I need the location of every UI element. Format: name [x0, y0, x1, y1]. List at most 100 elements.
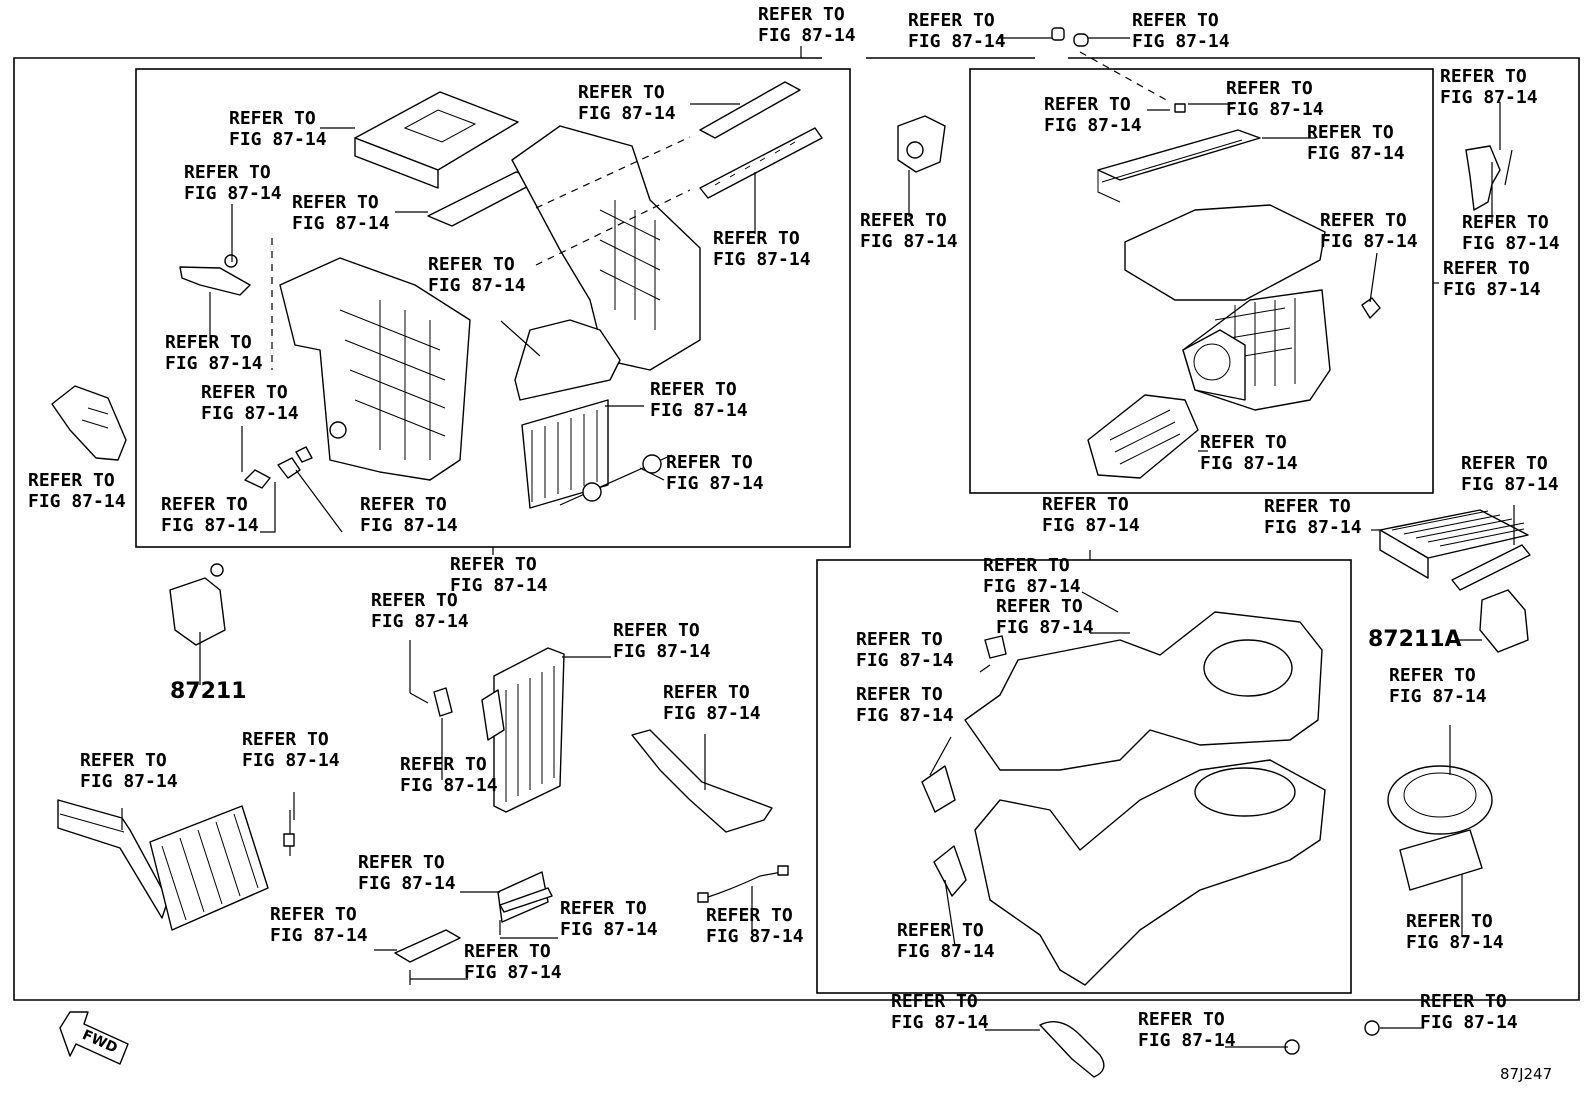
refer-label-line1: REFER TO — [270, 904, 357, 925]
part-number-87211A: 87211A — [1368, 627, 1462, 652]
refer-label-line2: FIG 87-14 — [860, 231, 958, 252]
refer-label-line1: REFER TO — [1264, 496, 1351, 517]
refer-label-line1: REFER TO — [758, 4, 845, 25]
refer-label-line1: REFER TO — [428, 254, 515, 275]
refer-label-line1: REFER TO — [229, 108, 316, 129]
resistor-parts — [394, 871, 553, 985]
refer-label-line2: FIG 87-14 — [1132, 31, 1230, 52]
harness — [697, 865, 789, 903]
refer-label-line2: FIG 87-14 — [428, 275, 526, 296]
refer-label-line1: REFER TO — [1138, 1009, 1225, 1030]
refer-label-line2: FIG 87-14 — [856, 650, 954, 671]
small-sensor-left — [283, 810, 295, 856]
refer-label-line2: FIG 87-14 — [1264, 517, 1362, 538]
cabin-filter — [1379, 509, 1531, 591]
refer-label-line1: REFER TO — [1042, 494, 1129, 515]
refer-label-line1: REFER TO — [1132, 10, 1219, 31]
refer-label-line1: REFER TO — [358, 852, 445, 873]
refer-label-line1: REFER TO — [292, 192, 379, 213]
refer-label-line2: FIG 87-14 — [292, 213, 390, 234]
refer-label-line1: REFER TO — [464, 941, 551, 962]
refer-label-line1: REFER TO — [28, 470, 115, 491]
bottom-fittings — [1039, 1020, 1380, 1078]
leader-lines — [121, 37, 1515, 1048]
refer-label-line1: REFER TO — [996, 596, 1083, 617]
refer-label-line2: FIG 87-14 — [1320, 231, 1418, 252]
blower-housing — [921, 611, 1326, 986]
refer-label-line1: REFER TO — [371, 590, 458, 611]
refer-label-line1: REFER TO — [165, 332, 252, 353]
duct-87211 — [169, 563, 226, 646]
center-actuator — [897, 115, 946, 173]
refer-label-line2: FIG 87-14 — [165, 353, 263, 374]
blower-motor — [1387, 765, 1493, 891]
refer-label-line2: FIG 87-14 — [242, 750, 340, 771]
refer-label-line2: FIG 87-14 — [1226, 99, 1324, 120]
refer-label-line1: REFER TO — [1200, 432, 1287, 453]
refer-label-line2: FIG 87-14 — [28, 491, 126, 512]
refer-label-line1: REFER TO — [578, 82, 665, 103]
refer-label-line1: REFER TO — [706, 905, 793, 926]
refer-label-line2: FIG 87-14 — [666, 473, 764, 494]
refer-label-line1: REFER TO — [1406, 911, 1493, 932]
refer-label-line2: FIG 87-14 — [897, 941, 995, 962]
refer-label-line1: REFER TO — [666, 452, 753, 473]
refer-label-line2: FIG 87-14 — [371, 611, 469, 632]
refer-label-line2: FIG 87-14 — [650, 400, 748, 421]
refer-label-line1: REFER TO — [184, 162, 271, 183]
refer-label-line1: REFER TO — [242, 729, 329, 750]
refer-label-line1: REFER TO — [1320, 210, 1407, 231]
refer-label-line1: REFER TO — [897, 920, 984, 941]
left-actuator — [51, 385, 127, 461]
refer-label-line1: REFER TO — [1420, 991, 1507, 1012]
refer-label-line1: REFER TO — [161, 494, 248, 515]
refer-label-line1: REFER TO — [650, 379, 737, 400]
refer-label-line2: FIG 87-14 — [400, 775, 498, 796]
refer-label-line1: REFER TO — [1044, 94, 1131, 115]
top-case-parts — [179, 81, 823, 509]
refer-label-line2: FIG 87-14 — [1443, 279, 1541, 300]
refer-label-line1: REFER TO — [360, 494, 447, 515]
refer-label-line1: REFER TO — [663, 682, 750, 703]
refer-label-line1: REFER TO — [1462, 212, 1549, 233]
blower-assembly-frame — [816, 559, 1352, 994]
refer-label-line2: FIG 87-14 — [1200, 453, 1298, 474]
refer-label-line2: FIG 87-14 — [450, 575, 548, 596]
refer-label-line2: FIG 87-14 — [663, 703, 761, 724]
refer-label-line2: FIG 87-14 — [1461, 474, 1559, 495]
part-number-87211: 87211 — [170, 679, 247, 704]
refer-label-line2: FIG 87-14 — [80, 771, 178, 792]
refer-label-line2: FIG 87-14 — [1440, 87, 1538, 108]
outer-frame — [13, 57, 1580, 1001]
blower-case-frame — [969, 68, 1434, 494]
refer-label-line1: REFER TO — [613, 620, 700, 641]
refer-label-line1: REFER TO — [1307, 122, 1394, 143]
